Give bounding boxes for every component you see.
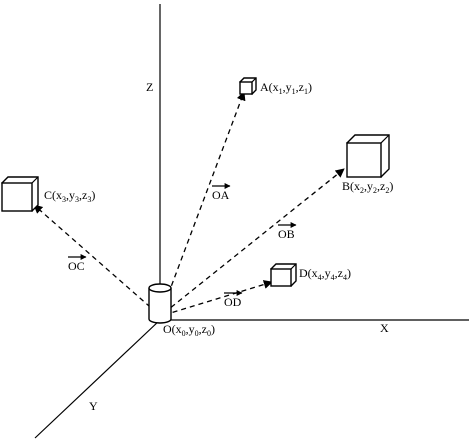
svg-text:OD: OD xyxy=(224,295,242,309)
point-c-label: C(x3,y3,z3) xyxy=(44,188,95,204)
vector-oa-line xyxy=(161,91,246,312)
vector-oa-label: OA xyxy=(212,183,231,202)
box-a xyxy=(239,77,257,95)
point-d-label: D(x4,y4,z4) xyxy=(299,266,351,282)
vector-oc-label: OC xyxy=(68,254,87,273)
y-axis-label: Y xyxy=(89,399,98,413)
vector-oc-line xyxy=(33,204,158,314)
y-axis-line xyxy=(34,319,161,439)
vector-ob-line xyxy=(163,168,345,314)
z-axis-label: Z xyxy=(146,80,153,94)
svg-text:OC: OC xyxy=(68,259,85,273)
x-axis-label: X xyxy=(380,321,389,335)
vector-od-label: OD xyxy=(224,290,243,309)
point-b-label: B(x2,y2,z2) xyxy=(342,179,393,195)
box-b xyxy=(346,134,390,178)
svg-text:OA: OA xyxy=(212,188,230,202)
svg-text:OB: OB xyxy=(278,227,295,241)
box-c xyxy=(0,176,39,212)
vector-od-line xyxy=(163,280,273,316)
box-d xyxy=(269,263,297,287)
origin-label: O(x0,y0,z0) xyxy=(163,322,215,338)
vector-ob-label: OB xyxy=(278,222,297,241)
origin-cylinder xyxy=(148,283,172,324)
point-a-label: A(x1,y1,z1) xyxy=(260,80,312,96)
